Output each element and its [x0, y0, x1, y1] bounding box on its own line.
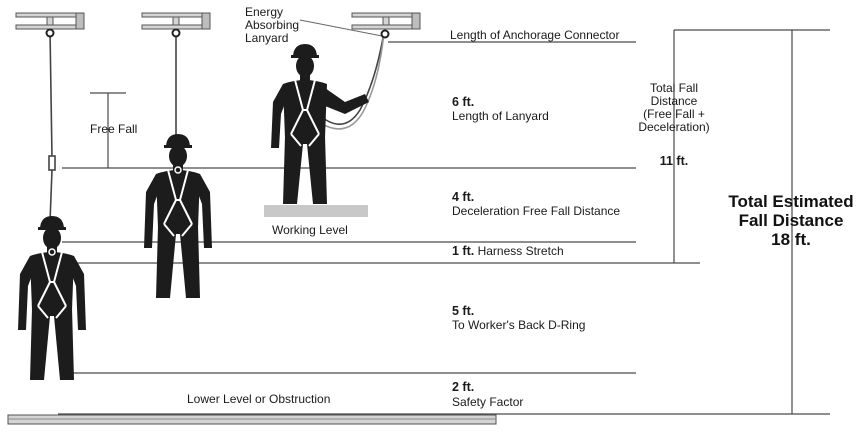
total-estimated-label: Total Estimated Fall Distance 18 ft.	[720, 192, 862, 249]
lanyard-text: Length of Lanyard	[452, 109, 549, 123]
total-fall-line-3: (Free Fall +	[643, 107, 705, 121]
energy-lanyard-line-2: Absorbing	[245, 18, 300, 32]
worker-working-level	[271, 44, 369, 204]
total-estimated-line-2: Fall Distance	[738, 211, 844, 230]
working-level-platform	[264, 205, 368, 217]
deceleration-value: 4 ft.	[452, 190, 475, 204]
harness-value: 1 ft.	[452, 244, 475, 258]
total-fall-distance-label: Total Fall Distance (Free Fall + Deceler…	[632, 82, 716, 134]
worker-free-fall	[143, 133, 213, 299]
total-fall-line-2: Distance	[650, 94, 698, 108]
lanyard-line-1-lower	[49, 169, 53, 223]
anchor-beam-2	[141, 12, 211, 30]
dring-text: To Worker's Back D-Ring	[452, 318, 586, 332]
safety-value: 2 ft.	[452, 380, 475, 394]
total-fall-value: 11 ft.	[659, 154, 689, 168]
lanyard-line-1	[49, 29, 53, 159]
lanyard-value: 6 ft.	[452, 95, 475, 109]
total-fall-line-4: Deceleration)	[638, 120, 710, 134]
dring-value: 5 ft.	[452, 304, 475, 318]
energy-lanyard-line-1: Energy	[245, 5, 284, 19]
energy-lanyard-line-3: Lanyard	[245, 31, 289, 45]
harness-text: Harness Stretch	[477, 244, 564, 258]
anchor-beam-1	[15, 12, 85, 30]
anchorage-connector-label: Length of Anchorage Connector	[450, 28, 620, 42]
deceleration-text: Deceleration Free Fall Distance	[452, 204, 621, 218]
safety-text: Safety Factor	[452, 395, 524, 409]
worker-arrested-fall	[17, 215, 87, 381]
lower-level-label: Lower Level or Obstruction	[187, 392, 331, 406]
total-estimated-line-1: Total Estimated	[728, 192, 854, 211]
working-level-label: Working Level	[272, 223, 348, 237]
energy-lanyard-label: Energy Absorbing Lanyard	[245, 6, 299, 45]
anchor-beam-3	[351, 12, 421, 30]
free-fall-label: Free Fall	[90, 122, 138, 136]
harness-stretch-row: 1 ft. Harness Stretch	[452, 245, 564, 258]
total-fall-line-1: Total Fall	[649, 81, 699, 95]
total-estimated-value: 18 ft.	[771, 230, 811, 249]
